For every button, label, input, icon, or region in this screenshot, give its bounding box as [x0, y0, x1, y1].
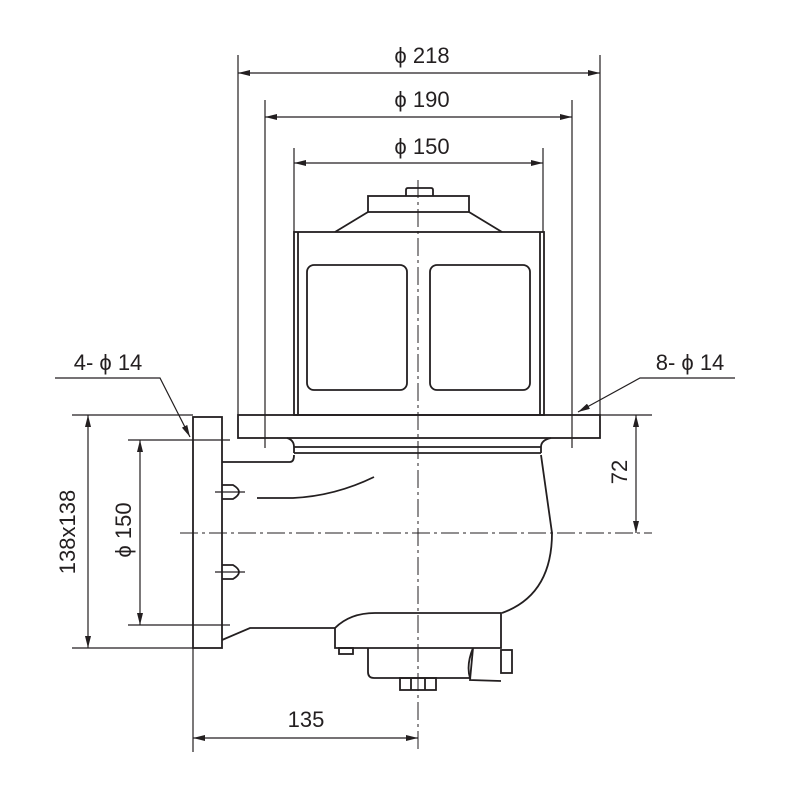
window-right	[429, 264, 531, 391]
dim-label-8-holes: 8- ϕ 14	[655, 350, 725, 375]
left-extension-lines	[72, 414, 230, 752]
upper-housing	[293, 231, 545, 416]
dim-label-135: 135	[287, 707, 325, 732]
lower-housing	[221, 437, 553, 691]
window-left	[306, 264, 408, 391]
top-extension-lines	[237, 55, 601, 448]
side-flange	[192, 416, 245, 649]
dim-label-4-holes: 4- ϕ 14	[73, 350, 143, 375]
bottom-nut	[399, 677, 437, 691]
leader-4-holes	[55, 377, 191, 438]
small-nut	[338, 647, 354, 655]
dim-label-side-150: ϕ 150	[111, 502, 136, 558]
dim-label-72: 72	[607, 459, 632, 485]
dim-label-190: ϕ 190	[394, 87, 450, 112]
leader-8-holes	[577, 377, 735, 413]
dim-label-150: ϕ 150	[394, 134, 450, 159]
mounting-flange	[237, 414, 601, 439]
top-cap	[334, 187, 503, 233]
dim-label-138: 138x138	[55, 489, 80, 575]
dim-label-218: ϕ 218	[394, 43, 450, 68]
